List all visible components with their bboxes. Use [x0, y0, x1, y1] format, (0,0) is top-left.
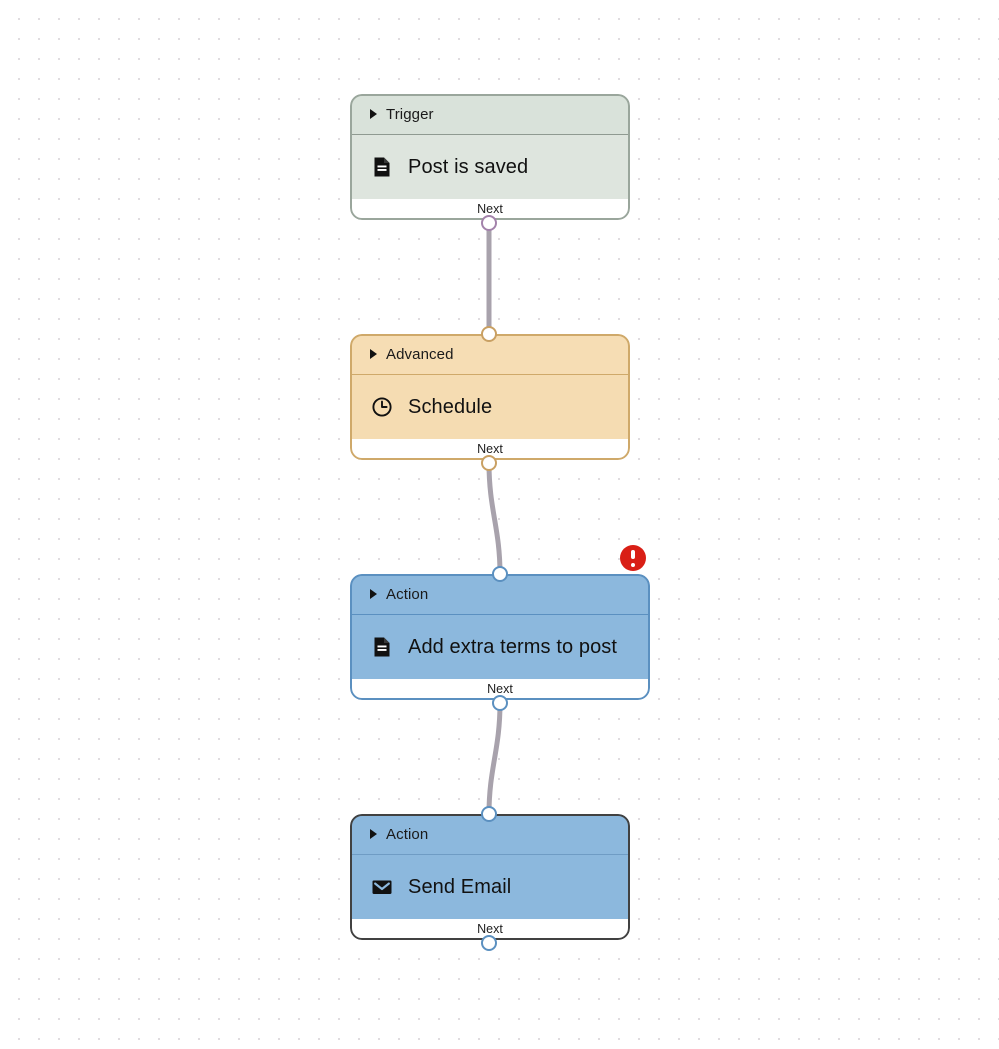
node-body[interactable]: Send Email	[350, 855, 630, 919]
node-divider	[350, 374, 630, 375]
chevron-right-icon[interactable]	[370, 109, 377, 119]
node-body[interactable]: Schedule	[350, 375, 630, 439]
node-divider	[350, 854, 630, 855]
document-icon	[370, 155, 394, 179]
node-footer[interactable]: Next	[350, 919, 630, 940]
node-category-label: Action	[386, 825, 429, 843]
node-footer[interactable]: Next	[350, 199, 630, 220]
envelope-icon	[370, 875, 394, 899]
node-output-port-send-email[interactable]	[481, 935, 497, 951]
node-title: Post is saved	[408, 155, 529, 178]
node-category-label: Trigger	[386, 105, 434, 123]
node-header[interactable]: Trigger	[350, 94, 630, 134]
error-exclamation-icon	[631, 549, 635, 567]
node-footer-label: Next	[487, 682, 513, 696]
node-category-label: Action	[386, 585, 429, 603]
clock-icon	[370, 395, 394, 419]
workflow-node-advanced[interactable]: Advanced Schedule Next	[350, 334, 630, 460]
node-input-port-send-email[interactable]	[481, 806, 497, 822]
chevron-right-icon[interactable]	[370, 829, 377, 839]
node-body[interactable]: Post is saved	[350, 135, 630, 199]
node-body[interactable]: Add extra terms to post	[350, 615, 650, 679]
node-footer[interactable]: Next	[350, 679, 650, 700]
node-input-port-add-terms[interactable]	[492, 566, 508, 582]
edge-add-terms-to-send-email	[486, 700, 503, 817]
node-footer[interactable]: Next	[350, 439, 630, 460]
document-icon	[370, 635, 394, 659]
node-title: Schedule	[408, 395, 493, 418]
node-footer-label: Next	[477, 442, 503, 456]
edge-advanced-to-add-terms	[486, 460, 503, 577]
node-divider	[350, 614, 650, 615]
node-footer-label: Next	[477, 922, 503, 936]
node-output-port-advanced[interactable]	[481, 455, 497, 471]
node-footer-label: Next	[477, 202, 503, 216]
node-category-label: Advanced	[386, 345, 454, 363]
node-divider	[350, 134, 630, 135]
node-input-port-advanced[interactable]	[481, 326, 497, 342]
chevron-right-icon[interactable]	[370, 349, 377, 359]
workflow-node-trigger[interactable]: Trigger Post is saved Next	[350, 94, 630, 220]
node-output-port-trigger[interactable]	[481, 215, 497, 231]
node-title: Add extra terms to post	[408, 635, 618, 658]
node-error-badge[interactable]	[620, 545, 646, 571]
workflow-node-send-email[interactable]: Action Send Email Next	[350, 814, 630, 940]
chevron-right-icon[interactable]	[370, 589, 377, 599]
node-output-port-add-terms[interactable]	[492, 695, 508, 711]
node-title: Send Email	[408, 875, 512, 898]
workflow-node-add-extra-terms[interactable]: Action Add extra terms to post Next	[350, 574, 650, 700]
